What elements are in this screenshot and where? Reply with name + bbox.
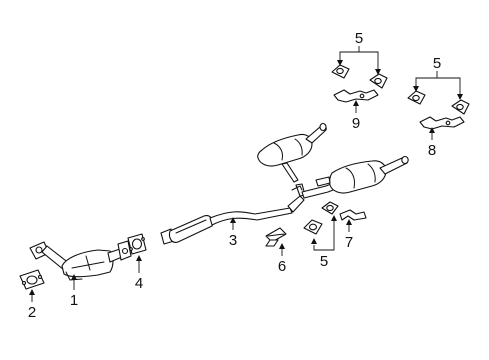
hanger-bracket-7 [339,209,367,221]
callout-8: 8 [428,142,436,159]
gasket-front [19,269,45,290]
callout-2: 2 [28,304,36,321]
pipe-clamp [265,227,287,247]
hanger-bracket-9 [333,89,379,103]
front-pipe-catalytic-converter [29,240,132,281]
insulators-top-left [331,64,388,89]
callout-7: 7 [345,234,353,251]
callout-labels: 1 2 4 3 6 5 7 5 9 5 8 [28,30,441,321]
intermediate-pipe-resonator [160,181,339,245]
hanger-bracket-8 [419,116,465,130]
gasket-converter [127,233,147,255]
callout-3: 3 [229,232,237,249]
lower-muffler [315,155,409,194]
callout-6: 6 [278,258,286,275]
callout-5-top-left: 5 [355,30,363,47]
insulators-bottom [303,201,339,235]
callout-4: 4 [135,275,143,292]
callout-5-bottom: 5 [320,253,328,270]
upper-muffler [257,122,327,183]
callout-1: 1 [70,292,78,309]
insulators-top-right [407,90,470,115]
callout-5-top-right: 5 [433,55,441,72]
callout-9: 9 [352,115,360,132]
leader-lines [29,46,463,302]
